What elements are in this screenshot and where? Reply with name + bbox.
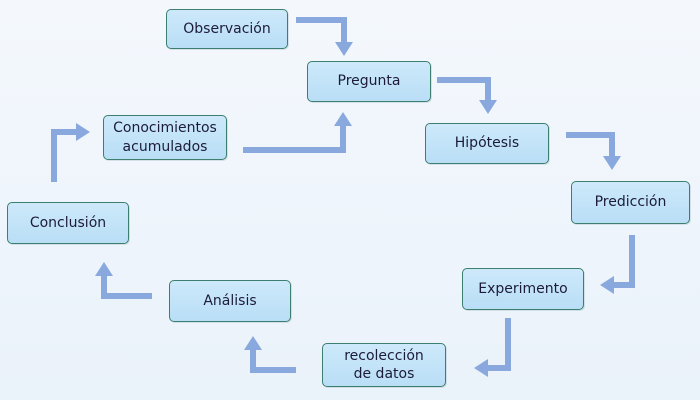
node-experimento-label: Experimento: [478, 280, 568, 297]
node-conclusion: Conclusión: [7, 202, 129, 244]
arrow-conocimientos-to-pregunta: [243, 112, 352, 153]
arrow-analisis-to-conclusion: [95, 262, 152, 299]
node-pregunta: Pregunta: [307, 61, 431, 102]
node-conclusion-label: Conclusión: [29, 214, 107, 231]
arrow-recoleccion-to-analisis: [244, 336, 296, 373]
arrow-conclusion-to-conocimientos: [51, 123, 90, 182]
arrow-experimento-to-recoleccion: [474, 318, 511, 377]
arrow-hipotesis-to-prediccion: [566, 132, 621, 170]
arrow-observacion-to-pregunta: [296, 17, 353, 56]
arrow-pregunta-to-hipotesis: [437, 77, 497, 114]
node-prediccion: Predicción: [571, 181, 690, 224]
node-analisis: Análisis: [169, 280, 291, 322]
node-experimento: Experimento: [462, 268, 584, 310]
node-hipotesis-label: Hipótesis: [454, 135, 520, 152]
arrow-prediccion-to-experimento: [600, 235, 635, 294]
node-prediccion-label: Predicción: [594, 194, 667, 211]
node-analisis-label: Análisis: [203, 292, 257, 309]
node-conocimientos: Conocimientos acumulados: [103, 115, 227, 160]
node-pregunta-label: Pregunta: [337, 73, 401, 90]
node-observacion-label: Observación: [183, 20, 271, 37]
node-recoleccion: recolección de datos: [322, 343, 446, 387]
node-hipotesis: Hipótesis: [425, 123, 549, 164]
node-observacion: Observación: [166, 9, 288, 49]
node-conocimientos-label: Conocimientos acumulados: [113, 120, 217, 155]
node-recoleccion-label: recolección de datos: [344, 347, 424, 382]
